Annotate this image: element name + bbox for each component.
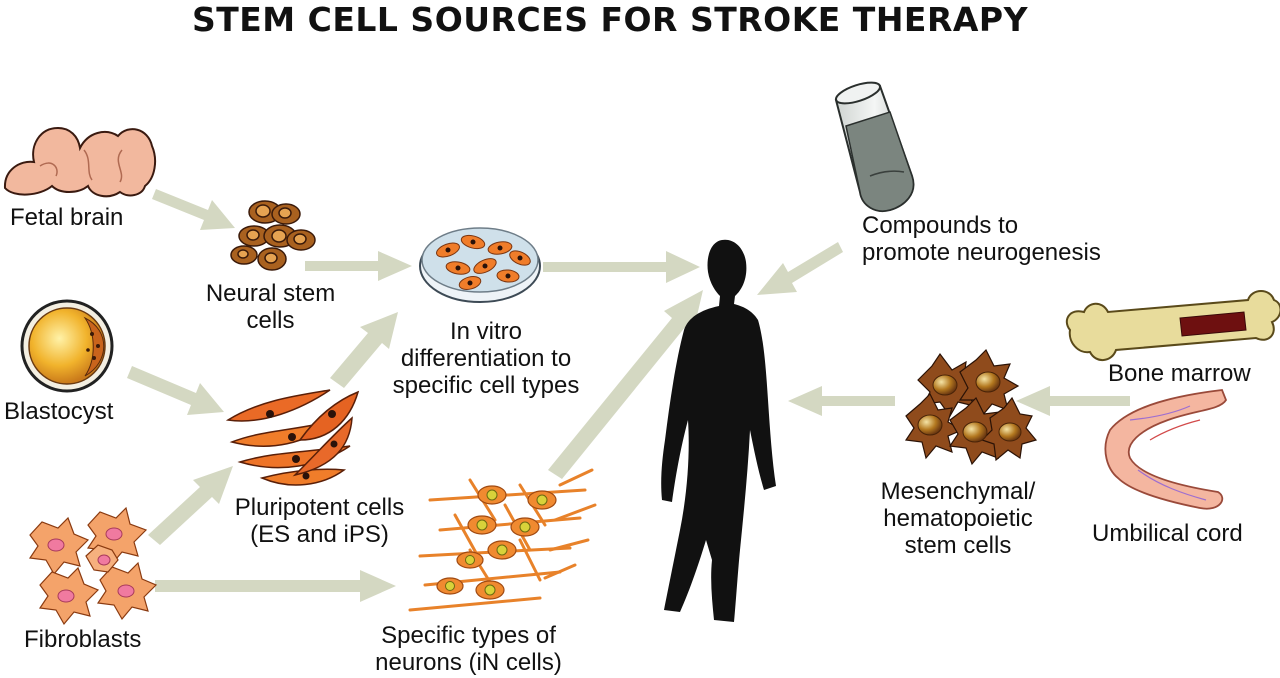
neural-stem-cells-label-line2: cells [246, 307, 295, 334]
bone-illustration [1065, 290, 1280, 361]
mesenchymal-cells-illustration [904, 348, 1038, 466]
neurons-label-line2: neurons (iN cells) [375, 649, 562, 676]
neurons-label-line1: Specific types of [381, 622, 556, 649]
pluripotent-cells-label: Pluripotent cells (ES and iPS) [212, 494, 427, 548]
in-vitro-label: In vitro differentiation to specific cel… [372, 318, 600, 399]
blastocyst-label: Blastocyst [4, 398, 114, 425]
arrow-compounds-to-human [757, 242, 843, 295]
fetal-brain-illustration [3, 126, 157, 198]
diagram-title: STEM CELL SOURCES FOR STROKE THERAPY [191, 0, 1029, 39]
arrow-pluripotent-to-invitro [330, 312, 398, 388]
pluripotent-cells-illustration [225, 389, 360, 486]
bone-marrow-label: Bone marrow [1108, 360, 1251, 387]
neural-stem-cells-label-line1: Neural stem [205, 280, 336, 307]
petri-dish-illustration [419, 227, 541, 303]
compounds-label-line2: promote neurogenesis [862, 239, 1101, 266]
human-silhouette-illustration [661, 239, 776, 622]
fetal-brain-label: Fetal brain [10, 204, 124, 231]
umbilical-cord-label: Umbilical cord [1092, 520, 1243, 547]
fibroblasts-illustration [28, 506, 158, 626]
compounds-label: Compounds to promote neurogenesis [862, 212, 1101, 266]
arrow-fibro-to-neurons [155, 570, 396, 602]
arrow-fetal-to-neural [152, 189, 235, 230]
fibroblasts-label: Fibroblasts [24, 626, 142, 653]
test-tube-illustration [834, 81, 915, 212]
mesenchymal-label: Mesenchymal/ hematopoietic stem cells [858, 478, 1058, 559]
arrow-neurons-to-human [548, 290, 703, 479]
mesenchymal-label-line2: hematopoietic [883, 505, 1033, 532]
blastocyst-illustration [20, 299, 114, 393]
in-vitro-label-line3: specific cell types [392, 372, 580, 399]
arrows [127, 189, 1130, 602]
neurons-illustration [408, 468, 597, 612]
arrow-neural-to-invitro [305, 251, 412, 281]
neural-stem-cells-label: Neural stem cells [188, 280, 353, 334]
compounds-label-line1: Compounds to [862, 212, 1019, 239]
arrow-fibro-to-pluripotent [148, 466, 233, 545]
mesenchymal-label-line1: Mesenchymal/ [880, 478, 1036, 505]
arrow-mesenchymal-to-human [788, 386, 895, 416]
in-vitro-label-line2: differentiation to [400, 345, 572, 372]
umbilical-cord-illustration [1104, 389, 1228, 510]
pluripotent-cells-label-line2: (ES and iPS) [250, 521, 389, 548]
arrow-sources-to-mesenchymal [1016, 386, 1130, 416]
pluripotent-cells-label-line1: Pluripotent cells [234, 494, 405, 521]
arrow-invitro-to-human [543, 251, 700, 283]
neurons-label: Specific types of neurons (iN cells) [356, 622, 581, 676]
neural-stem-cells-illustration [230, 200, 316, 271]
mesenchymal-label-line3: stem cells [904, 532, 1012, 559]
arrow-blastocyst-to-pluripotent [127, 366, 224, 415]
in-vitro-label-line1: In vitro [449, 318, 523, 345]
